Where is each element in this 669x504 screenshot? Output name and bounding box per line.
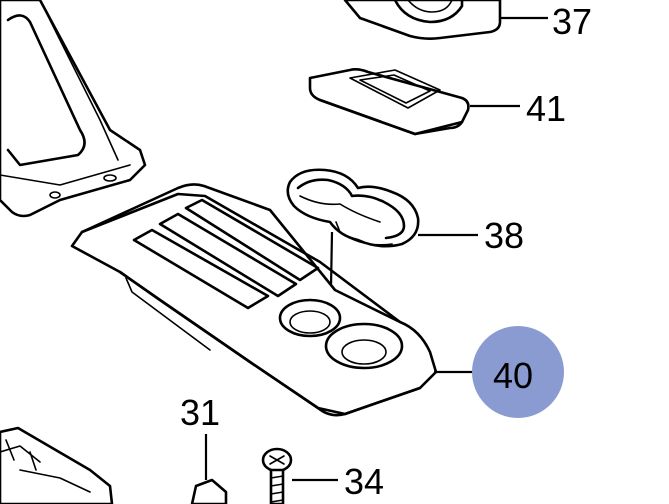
- part-38[interactable]: [308, 68, 470, 136]
- callout-34: 34: [344, 461, 384, 502]
- part-37[interactable]: [343, 0, 502, 40]
- part-34[interactable]: [261, 447, 293, 504]
- callout-40-highlight[interactable]: [472, 326, 564, 418]
- part-40[interactable]: [70, 183, 438, 417]
- part-31[interactable]: [190, 478, 228, 504]
- part-41[interactable]: [286, 168, 420, 248]
- callout-41: 38: [484, 215, 524, 256]
- callout-40: 40: [493, 355, 533, 396]
- lower-left-part: [0, 426, 114, 504]
- callout-37: 37: [552, 1, 592, 42]
- callout-38: 41: [526, 88, 566, 129]
- callout-31: 31: [180, 392, 220, 433]
- console-housing[interactable]: [0, 0, 147, 218]
